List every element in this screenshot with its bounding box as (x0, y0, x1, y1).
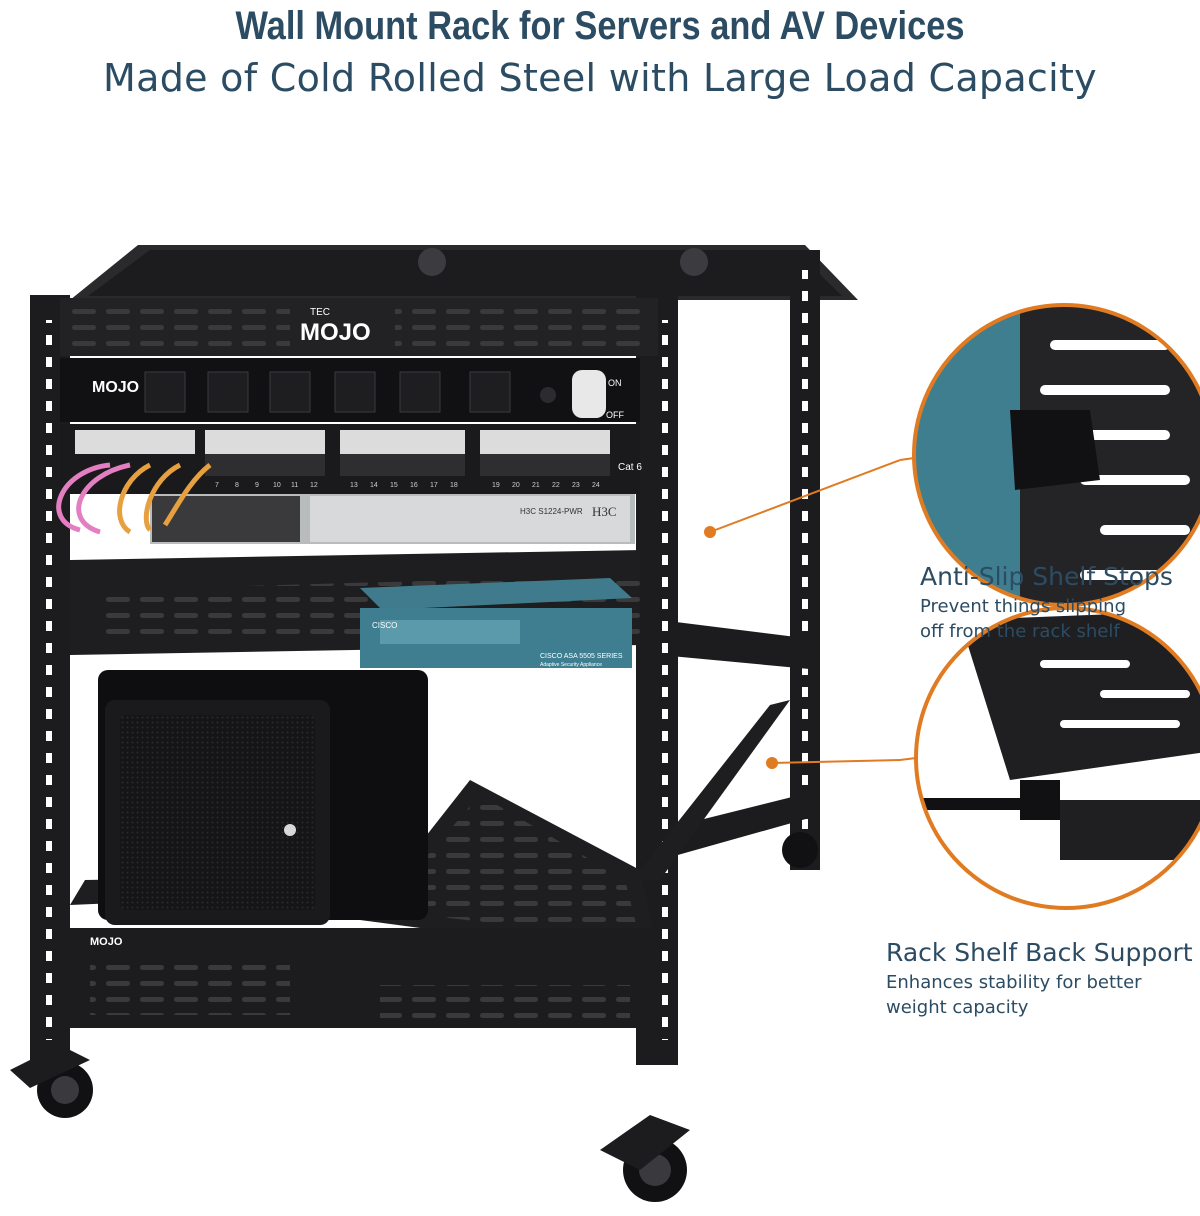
port-number: 23 (572, 482, 580, 489)
vent-panel-top: TEC MOJO (60, 298, 658, 356)
firewall-model-text: CISCO ASA 5505 SERIES (540, 653, 623, 660)
port-number: 19 (492, 482, 500, 489)
port-number: 22 (552, 482, 560, 489)
port-number: 7 (215, 482, 219, 489)
port-number: 21 (532, 482, 540, 489)
callout-title-shelf-stops: Anti-Slip Shelf Stops (920, 562, 1173, 591)
port-number: 15 (390, 482, 398, 489)
brand-main-text: MOJO (300, 319, 371, 346)
power-strip: MOJO ON OFF (60, 358, 640, 422)
pdu-off-label: OFF (606, 410, 624, 420)
detail-callouts (900, 303, 1200, 910)
port-number: 16 (410, 482, 418, 489)
bottom-brand-text: MOJO (90, 936, 123, 948)
port-number: 20 (512, 482, 520, 489)
casters (10, 832, 818, 1202)
detail-circle-back-support (914, 606, 1200, 910)
port-number: 14 (370, 482, 378, 489)
callout-title-back-support: Rack Shelf Back Support (886, 938, 1193, 967)
port-number: 10 (273, 482, 281, 489)
port-number: 24 (592, 482, 600, 489)
port-number: 13 (350, 482, 358, 489)
firewall-brand-text: CISCO (372, 621, 397, 630)
callout-desc-shelf-stops-line2: off from the rack shelf (920, 621, 1120, 642)
switch-brand-text: H3C (592, 504, 617, 519)
pdu-brand-text: MOJO (92, 379, 139, 396)
vent-panel-bottom: MOJO (60, 928, 658, 1028)
rack-illustration: TEC MOJO MOJO ON OFF Cat 6 7 8 (10, 245, 900, 1202)
pdu-on-label: ON (608, 378, 622, 388)
port-number: 8 (235, 482, 239, 489)
top-tray (70, 245, 858, 300)
callout-desc-back-support-line2: weight capacity (886, 997, 1029, 1018)
switch-model-text: H3C S1224-PWR (520, 507, 583, 516)
firewall-appliance: CISCO CISCO ASA 5505 SERIES Adaptive Sec… (360, 578, 632, 668)
pc-tower (98, 670, 428, 925)
port-number: 17 (430, 482, 438, 489)
patch-cables (56, 462, 212, 535)
network-switch: H3C S1224-PWR H3C (150, 494, 635, 544)
port-number: 9 (255, 482, 259, 489)
port-number: 11 (291, 482, 298, 489)
patch-cat6-label: Cat 6 (618, 462, 642, 473)
page-subheadline: Made of Cold Rolled Steel with Large Loa… (103, 56, 1097, 100)
callout-desc-back-support-line1: Enhances stability for better (886, 972, 1142, 993)
port-number: 12 (310, 482, 318, 489)
port-number: 18 (450, 482, 458, 489)
detail-circle-shelf-stop (912, 303, 1200, 607)
callout-desc-shelf-stops-line1: Prevent things slipping (920, 596, 1126, 617)
firewall-subtitle-text: Adaptive Security Appliance (540, 662, 602, 668)
patch-panel: Cat 6 7 8 9 10 11 12 13 14 15 16 17 18 1… (60, 424, 642, 494)
brand-top-text: TEC (310, 307, 330, 318)
page-headline: Wall Mount Rack for Servers and AV Devic… (235, 4, 965, 48)
